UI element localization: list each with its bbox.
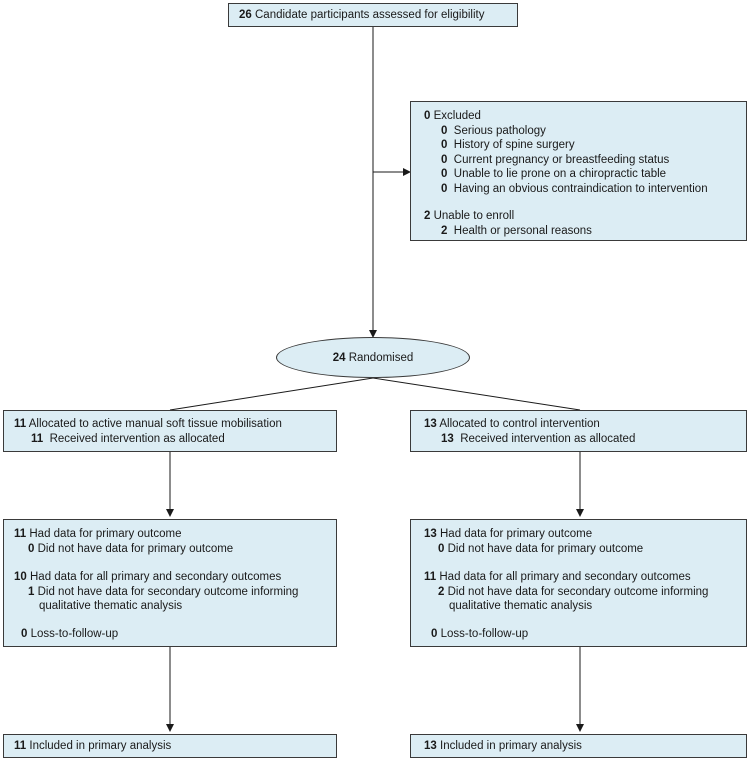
right-had-primary: 13 Had data for primary outcome [424, 528, 593, 540]
eligibility-label: Candidate participants assessed for elig… [255, 9, 485, 21]
right-alloc-label: Allocated to control intervention [439, 418, 600, 430]
left-analysis-count: 11 [14, 740, 27, 752]
enroll-label: Unable to enroll [433, 210, 515, 222]
right-no-primary: 0 Did not have data for primary outcome [438, 542, 644, 555]
right-loss: 0 Loss-to-follow-up [431, 628, 529, 640]
left-received: 11 Received intervention as allocated [31, 432, 225, 445]
excluded-item: 0 Having an obvious contraindication to … [441, 182, 708, 195]
left-analysis-label: Included in primary analysis [29, 740, 172, 752]
left-no-secondary-cont: qualitative thematic analysis [39, 600, 183, 612]
enroll-count: 2 [424, 210, 431, 222]
right-no-secondary-cont: qualitative thematic analysis [449, 600, 593, 612]
left-analysis-box: 11 Included in primary analysis [3, 734, 337, 758]
right-data-box: 13 Had data for primary outcome 0 Did no… [410, 519, 747, 647]
excluded-box: 0 Excluded 0 Serious pathology 0 History… [410, 101, 747, 241]
right-received: 13 Received intervention as allocated [441, 432, 636, 445]
left-alloc-label: Allocated to active manual soft tissue m… [28, 418, 282, 430]
right-analysis-count: 13 [424, 740, 437, 752]
enroll-item: 2 Health or personal reasons [441, 224, 592, 237]
left-data-box: 11 Had data for primary outcome 0 Did no… [3, 519, 337, 647]
eligibility-count: 26 [239, 9, 252, 21]
right-analysis-label: Included in primary analysis [440, 740, 582, 752]
right-allocation-box: 13 Allocated to control intervention 13 … [410, 410, 747, 452]
left-allocation-box: 11 Allocated to active manual soft tissu… [3, 410, 337, 452]
right-no-secondary: 2 Did not have data for secondary outcom… [438, 585, 709, 598]
excluded-item: 0 Current pregnancy or breastfeeding sta… [441, 153, 670, 166]
left-alloc-count: 11 [14, 418, 27, 430]
excluded-label: Excluded [433, 110, 481, 122]
left-had-primary: 11 Had data for primary outcome [14, 528, 182, 540]
left-no-primary: 0 Did not have data for primary outcome [28, 542, 234, 555]
left-had-all: 10 Had data for all primary and secondar… [14, 571, 282, 583]
excluded-item: 0 Unable to lie prone on a chiropractic … [441, 168, 667, 180]
excluded-item: 0 History of spine surgery [441, 139, 575, 151]
right-had-all: 11 Had data for all primary and secondar… [424, 571, 691, 583]
right-analysis-box: 13 Included in primary analysis [410, 734, 747, 758]
excluded-item: 0 Serious pathology [441, 124, 546, 137]
excluded-count: 0 [424, 110, 431, 122]
randomised-ellipse: 24 Randomised [276, 337, 470, 378]
left-loss: 0 Loss-to-follow-up [21, 628, 119, 640]
eligibility-box: 26 Candidate participants assessed for e… [228, 3, 518, 27]
randomised-count: 24 [332, 351, 346, 364]
randomised-label: Randomised [348, 351, 414, 364]
line-randomised-to-right [372, 377, 581, 411]
right-alloc-count: 13 [424, 418, 437, 430]
left-no-secondary: 1 Did not have data for secondary outcom… [28, 585, 299, 598]
line-randomised-to-left [169, 377, 374, 411]
